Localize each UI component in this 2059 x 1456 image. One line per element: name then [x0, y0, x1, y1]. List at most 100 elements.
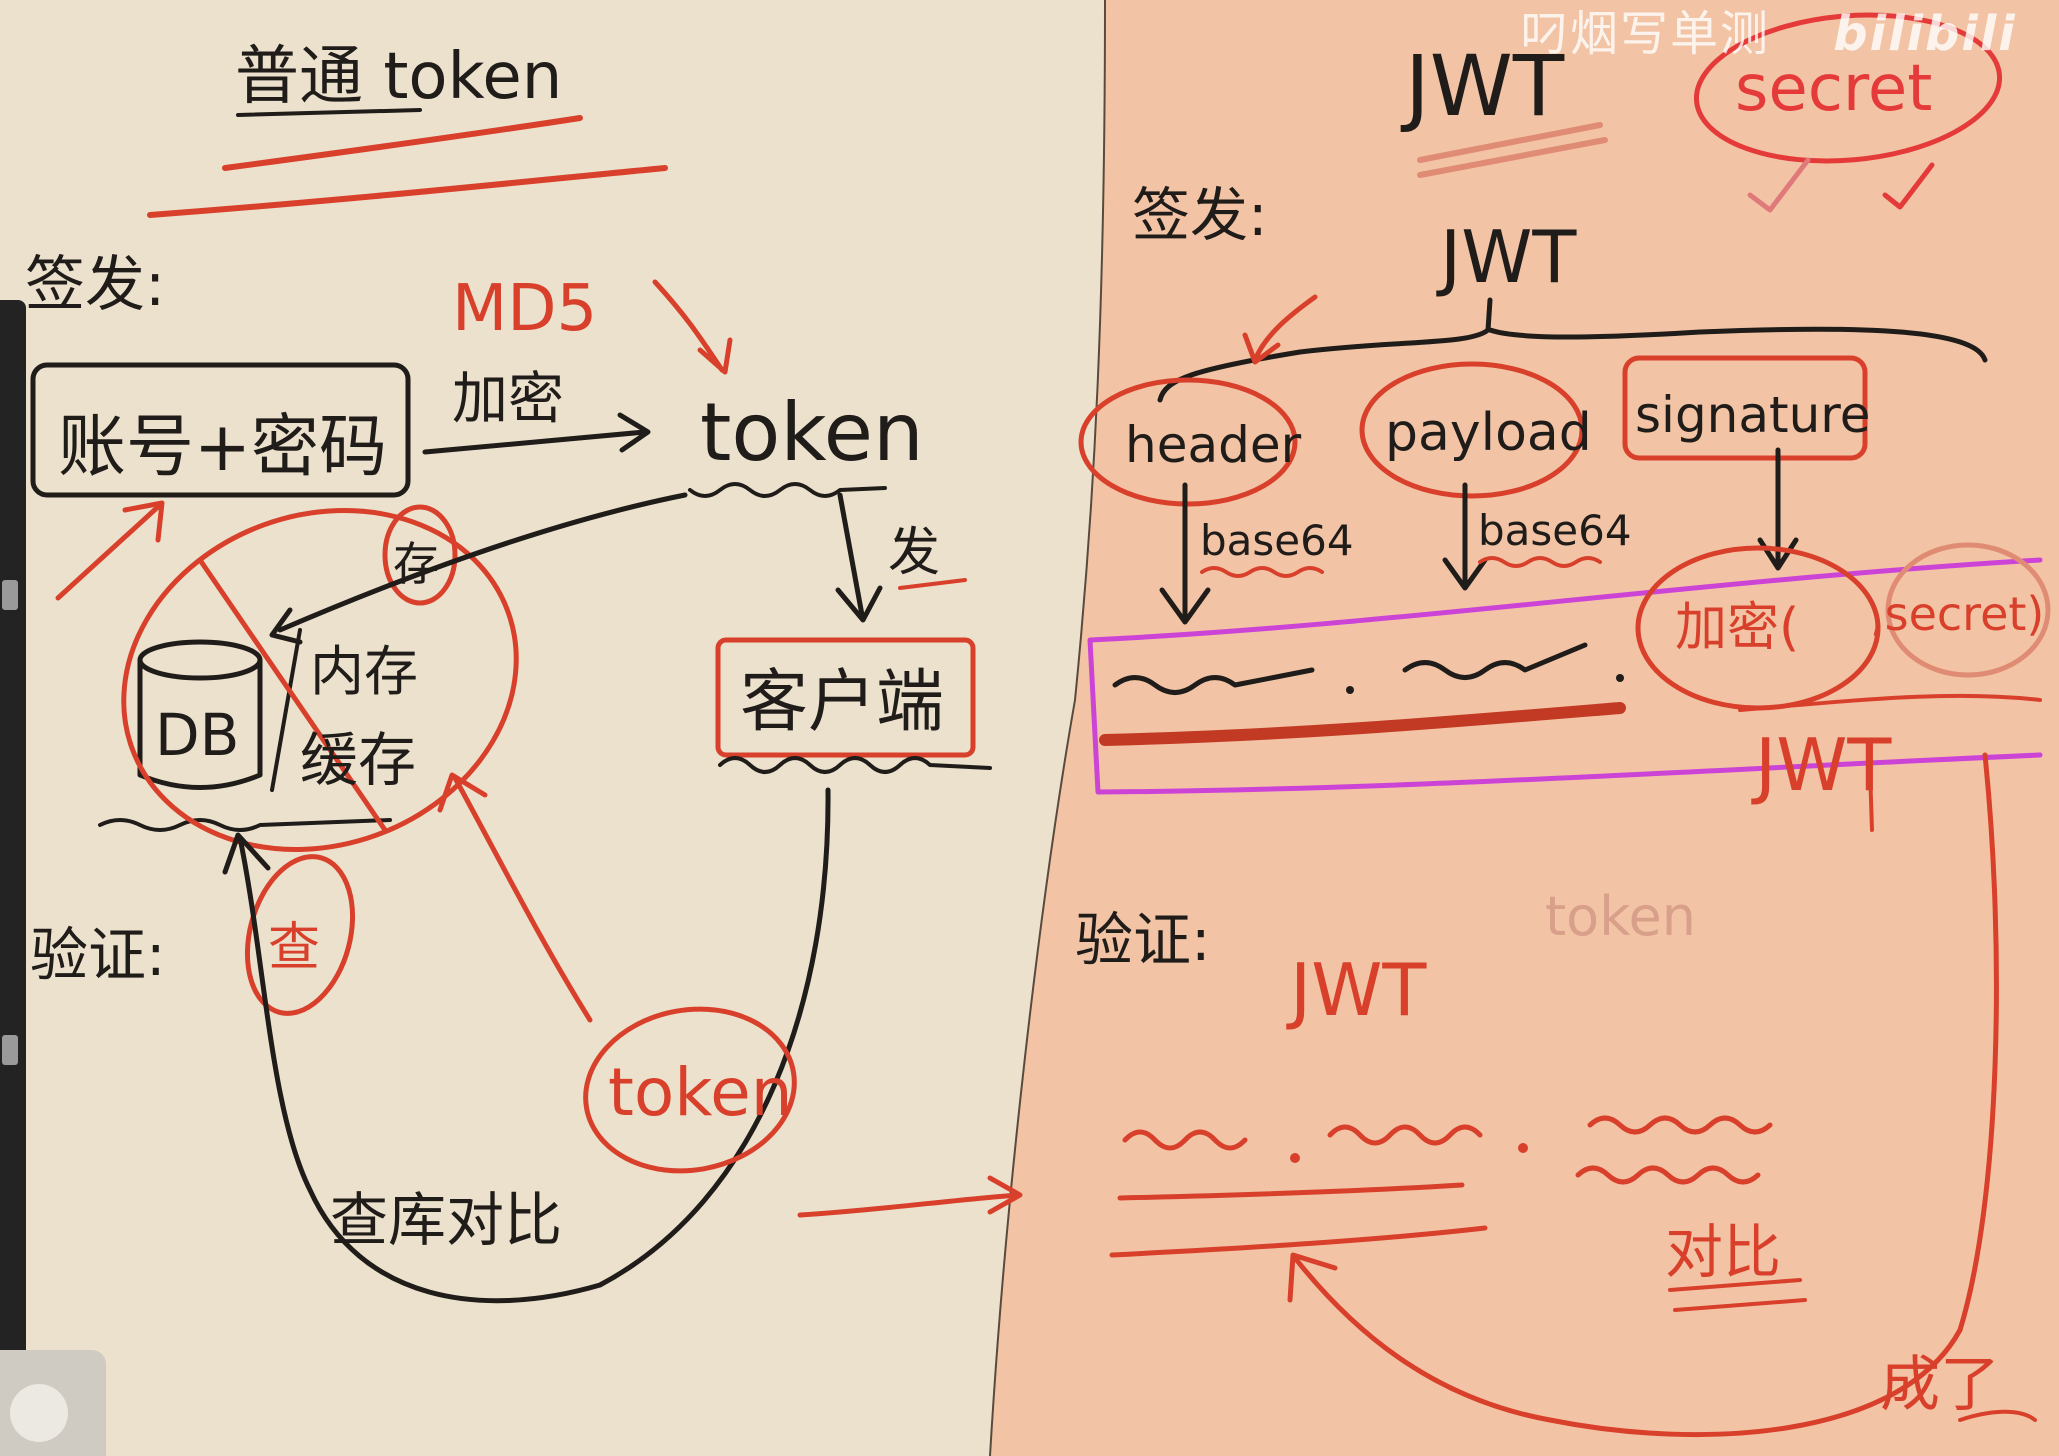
storage-circle: [121, 508, 519, 852]
left-issue-label: 签发:: [25, 250, 165, 320]
check-label: 查: [268, 918, 320, 978]
secret-label: secret: [1735, 52, 1932, 126]
client-text: 客户端: [740, 663, 944, 742]
jwt-result-label: JWT: [1751, 723, 1892, 807]
signature-curve: [1738, 693, 2042, 712]
check-mark-2: [1882, 162, 1935, 210]
credentials-text: 账号+密码: [58, 408, 387, 487]
base64-header-label: base64: [1200, 516, 1354, 565]
verify-payload-wavy: [1327, 1124, 1483, 1146]
faded-token-label: token: [1545, 885, 1696, 948]
base64-underline-1: [1200, 566, 1324, 578]
compare-underline-2: [1673, 1298, 1807, 1312]
segment-dot-1: [1346, 686, 1354, 694]
panel-divider: [989, 0, 1106, 1456]
md5-label: MD5: [452, 272, 597, 346]
token-label: token: [700, 386, 924, 479]
compare-underline-1: [1668, 1278, 1802, 1292]
verify-jwt-label: JWT: [1286, 948, 1427, 1032]
secret-param-circle: [1885, 542, 2051, 678]
jwt-title-underline-2: [1417, 137, 1608, 178]
verify-header-wavy: [1122, 1129, 1248, 1151]
title-underline-black: [236, 108, 422, 117]
right-issue-label: 签发:: [1132, 181, 1268, 249]
arrow-to-verify: [797, 1175, 1023, 1218]
compare-label: 查库对比: [330, 1186, 562, 1254]
left-title: 普通 token: [235, 40, 562, 114]
credentials-arrow: [55, 500, 165, 601]
token-circle-text: token: [608, 1054, 793, 1131]
assistive-button[interactable]: [0, 1350, 106, 1456]
send-underline: [898, 578, 967, 590]
send-label: 发: [888, 523, 940, 583]
md5-arrow: [652, 279, 733, 375]
credentials-box: [30, 362, 411, 498]
base64-underline-2: [1478, 556, 1602, 568]
right-verify-label: 验证:: [1075, 906, 1211, 974]
verify-underline-1: [1117, 1182, 1465, 1201]
verify-dot-2: [1518, 1143, 1528, 1153]
header-down-arrow: [1159, 482, 1211, 625]
storage-underline: [98, 818, 392, 832]
send-arrow: [835, 492, 883, 623]
token-to-cache-arrow: [437, 772, 593, 1023]
payload-segment-wavy: [1402, 642, 1588, 680]
verify-loop: [237, 787, 831, 1304]
secret-circle: [1693, 12, 2003, 164]
signature-box: [1622, 355, 1868, 461]
success-underline: [1958, 1409, 2037, 1422]
db-cylinder-top: [137, 639, 263, 681]
right-panel-background: [990, 0, 2059, 1456]
part-header: header: [1125, 416, 1302, 474]
header-segment-wavy: [1112, 667, 1315, 695]
encrypt-label: 加密: [452, 367, 564, 432]
verify-underline-2: [1109, 1225, 1488, 1258]
store-circle: [382, 504, 458, 606]
jwt-red-bar: [1099, 702, 1626, 746]
token-wavy-underline: [688, 482, 887, 498]
part-signature: signature: [1635, 386, 1871, 444]
header-circle: [1078, 377, 1298, 507]
verify-signature-wavy-1: [1587, 1115, 1773, 1135]
check-mark-1: [1747, 157, 1811, 213]
payload-down-arrow: [1442, 482, 1488, 591]
jwt-root-label: JWT: [1436, 215, 1577, 299]
cache-label-bottom: 缓存: [300, 726, 416, 794]
part-payload: payload: [1385, 403, 1592, 463]
cache-label-top: 内存: [310, 640, 418, 703]
drawing-toolbar: [0, 300, 26, 1365]
assistive-dot-icon: [10, 1384, 68, 1442]
toolbar-handle-top[interactable]: [2, 580, 18, 610]
client-box: [715, 637, 976, 758]
verify-compare-loop: [1287, 752, 1999, 1438]
jwt-title-underline-1: [1417, 122, 1603, 163]
title-underline-red-1: [222, 115, 583, 171]
verify-signature-wavy-2: [1575, 1165, 1761, 1185]
success-label: 成了: [1880, 1350, 2000, 1420]
left-verify-label: 验证:: [30, 921, 166, 989]
cache-divider: [270, 628, 302, 792]
verify-dot-1: [1290, 1153, 1300, 1163]
storage-cross: [197, 557, 388, 833]
jwt-highlight-band: [1087, 557, 2043, 795]
header-pointer-arrow: [1242, 294, 1318, 365]
token-to-store-line: [269, 492, 688, 645]
token-circle: [583, 1006, 797, 1174]
base64-payload-label: base64: [1478, 506, 1632, 555]
toolbar-handle-bottom[interactable]: [2, 1035, 18, 1065]
watermark-text: 叼烟写单测: [1520, 6, 1771, 62]
encrypt-fn-label: 加密(: [1675, 598, 1799, 658]
store-label: 存: [393, 537, 439, 591]
right-compare-label: 对比: [1665, 1218, 1781, 1286]
client-wavy-underline: [718, 756, 992, 774]
encrypt-secret-label: ,secret): [1870, 587, 2044, 641]
verify-arrow-head: [222, 832, 271, 875]
jwt-result-line: [1868, 768, 1874, 832]
segment-dot-2: [1616, 674, 1624, 682]
payload-circle: [1359, 361, 1585, 499]
title-underline-red-2: [147, 165, 668, 218]
db-label: DB: [155, 701, 239, 769]
video-watermark: 叼烟写单测 bilibili: [1520, 0, 2050, 62]
